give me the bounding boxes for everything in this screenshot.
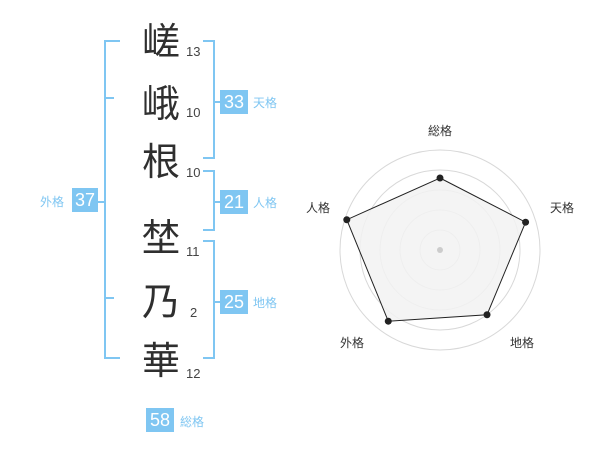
radar-point-1 [436, 174, 444, 182]
tenkaku-label: 天格 [253, 96, 278, 110]
jinkaku-bracket-line [213, 170, 215, 230]
soukaku-value: 58 [146, 408, 174, 432]
chikaku-bracket-line [213, 240, 215, 358]
radar-point-3 [483, 311, 491, 319]
gaikaku-connector [97, 201, 105, 203]
chikaku-value: 25 [220, 290, 248, 314]
radar-axis-label-soukaku: 総格 [428, 124, 453, 138]
jinkaku-label: 人格 [253, 196, 278, 210]
gaikaku-bracket-top [104, 40, 120, 42]
gaikaku-value: 37 [72, 188, 98, 212]
radar-axis-label-chikaku: 地格 [510, 336, 535, 350]
radar-axis-label-gaikaku: 外格 [340, 336, 365, 350]
tenkaku-bracket-bottom [203, 157, 215, 159]
radar-point-5 [343, 216, 351, 224]
jinkaku-bracket-top [203, 170, 215, 172]
tenkaku-bracket-line [213, 40, 215, 158]
chikaku-connector [213, 301, 221, 303]
name-char-5: 乃 [141, 280, 180, 324]
jinkaku-value: 21 [220, 190, 248, 214]
gaikaku-label: 外格 [40, 195, 65, 209]
jinkaku-connector [213, 201, 221, 203]
stroke-count-3: 10 [186, 165, 201, 180]
name-char-3: 根 [141, 140, 180, 184]
radar-point-4 [384, 317, 392, 325]
chikaku-bracket-top [203, 240, 215, 242]
radar-axis-label-jinkaku: 人格 [306, 201, 331, 215]
tenkaku-connector [213, 101, 221, 103]
gaikaku-tick-2 [104, 297, 114, 299]
stroke-count-4: 11 [186, 244, 200, 259]
name-char-1: 嵯 [141, 20, 180, 64]
tenkaku-value: 33 [220, 90, 248, 114]
tenkaku-bracket-top [203, 40, 215, 42]
name-char-2: 峨 [141, 82, 180, 126]
jinkaku-bracket-bottom [203, 229, 215, 231]
radar-point-2 [522, 218, 530, 226]
radar-chart [339, 149, 541, 351]
stroke-count-6: 12 [186, 366, 201, 381]
stroke-count-1: 13 [186, 44, 201, 59]
name-char-6: 華 [141, 339, 180, 383]
soukaku-label: 総格 [180, 415, 205, 429]
stroke-count-5: 2 [190, 305, 198, 320]
gaikaku-bracket-bottom [104, 357, 120, 359]
gaikaku-tick-1 [104, 97, 114, 99]
name-char-4: 埜 [141, 216, 180, 260]
radar-center-dot [437, 247, 443, 253]
chikaku-label: 地格 [253, 296, 278, 310]
stroke-count-2: 10 [186, 105, 201, 120]
chikaku-bracket-bottom [203, 357, 215, 359]
gaikaku-bracket-line [104, 40, 106, 358]
radar-series-area [346, 177, 527, 322]
radar-axis-label-tenkaku: 天格 [550, 201, 575, 215]
